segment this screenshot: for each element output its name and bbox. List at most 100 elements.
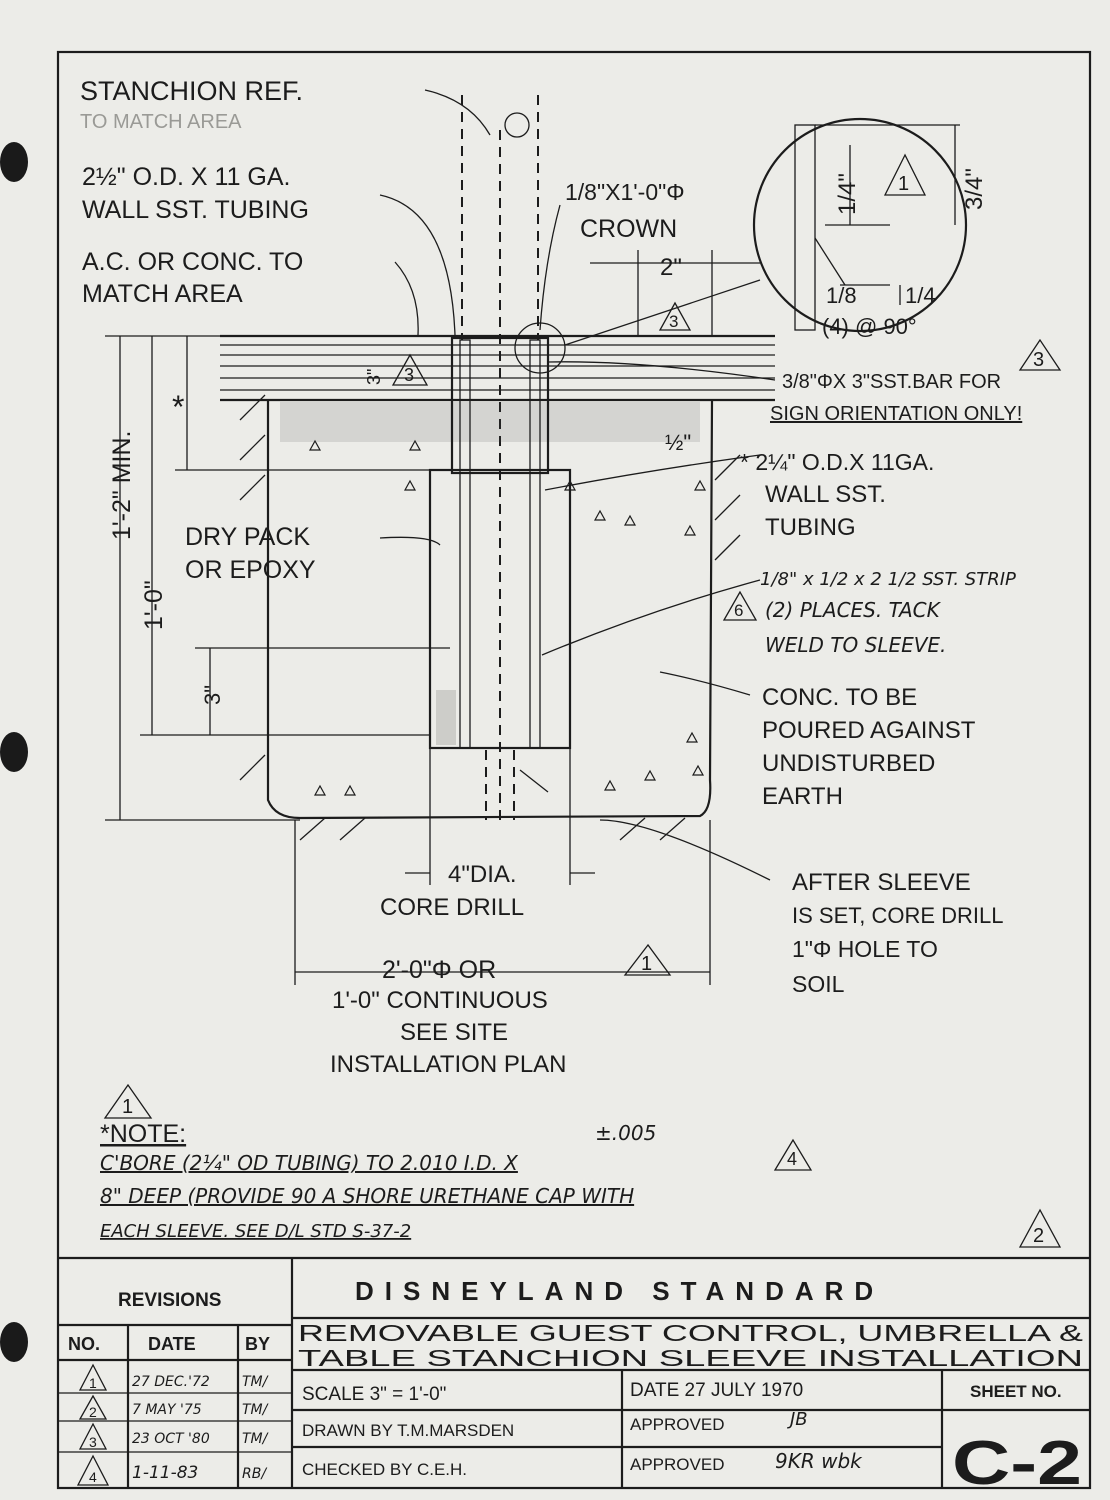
bar-label-1: 3/8"ΦX 3"SST.BAR FOR	[782, 371, 1001, 393]
conc-label-3: UNDISTURBED	[762, 750, 935, 777]
drawing-title-line-2: TABLE STANCHION SLEEVE INSTALLATION	[298, 1345, 1083, 1371]
revision-row: 2 7 MAY '75 TM/	[78, 1394, 269, 1420]
dim-3in-label: 3"	[200, 685, 225, 705]
core-drill-label-1: 4"DIA.	[448, 861, 517, 888]
strip-label-1: 1/8" x 1/2 x 2 1/2 SST. STRIP	[760, 569, 1016, 590]
detail-at-90: (4) @ 90°	[822, 314, 917, 339]
revision-date: 7 MAY '75	[132, 1402, 202, 1418]
dry-pack-label-2: OR EPOXY	[185, 556, 316, 584]
sheet-label: SHEET NO.	[970, 1382, 1062, 1401]
revision-by: TM/	[242, 1402, 269, 1418]
conc-label-1: CONC. TO BE	[762, 684, 917, 711]
paving-layers	[220, 334, 775, 402]
after-sleeve-label-1: AFTER SLEEVE	[792, 869, 971, 896]
revision-date: 1-11-83	[132, 1463, 198, 1483]
binder-holes	[0, 142, 28, 1362]
scale: SCALE 3" = 1'-0"	[302, 1384, 446, 1405]
drawing-title-line-1: REMOVABLE GUEST CONTROL, UMBRELLA &	[298, 1320, 1083, 1346]
date: DATE 27 JULY 1970	[630, 1380, 803, 1401]
note-line-3: EACH SLEEVE. SEE D/L STD S-37-2	[100, 1221, 411, 1242]
detail-triangle-1: 1	[898, 173, 909, 195]
diameter-label-4: INSTALLATION PLAN	[330, 1051, 567, 1078]
revision-date: 23 OCT '80	[132, 1431, 210, 1447]
stanchion-tube	[461, 95, 539, 820]
stanchion-ref-label: STANCHION REF.	[80, 76, 303, 106]
dry-pack-label-1: DRY PACK	[185, 523, 310, 551]
sheet-border	[56, 50, 1092, 1490]
revision-no: 3	[89, 1434, 97, 1450]
detail-eighth: 1/8	[826, 283, 857, 308]
col-by: BY	[245, 1334, 270, 1354]
weld-detail-circle: 1/4" 3/4" 1 1/8 1/4 (4) @ 90°	[752, 117, 988, 339]
sheet-number: C-2	[952, 1429, 1082, 1498]
approved-2-signature: 9KR wbk	[775, 1449, 863, 1473]
revision-triangles: 3 3 3 6 1 1 4 2	[103, 301, 1062, 1248]
revision-by: TM/	[242, 1374, 269, 1390]
note-tolerance: ±.005	[595, 1121, 656, 1145]
half-inch-dim: ½"	[665, 430, 691, 455]
rev-triangle-1: 1	[122, 1096, 133, 1118]
revision-no: 1	[89, 1375, 97, 1391]
dim-1ft-label: 1'-0"	[140, 580, 168, 630]
ac-conc-label-1: A.C. OR CONC. TO	[82, 248, 303, 276]
sleeve-label-3: TUBING	[765, 514, 856, 541]
aggregate-marks	[308, 439, 707, 796]
callouts: STANCHION REF. TO MATCH AREA 2½" O.D. X …	[80, 76, 1022, 1078]
crown-label-1: 1/8"X1'-0"Φ	[565, 179, 685, 205]
revision-date: 27 DEC.'72	[132, 1374, 210, 1390]
title-block: REVISIONS NO. DATE BY 1 27 DEC.'72 TM/ 2…	[58, 1256, 1090, 1498]
note-line-1: C'BORE (2¼" OD TUBING) TO 2.010 I.D. X	[100, 1151, 519, 1175]
col-date: DATE	[148, 1334, 196, 1354]
rev-triangle-1: 1	[641, 953, 652, 975]
after-sleeve-label-2: IS SET, CORE DRILL	[792, 903, 1004, 928]
drawn-by: DRAWN BY T.M.MARSDEN	[302, 1421, 514, 1440]
ac-conc-label-2: MATCH AREA	[82, 280, 243, 308]
tubing-label-2: WALL SST. TUBING	[82, 196, 309, 224]
to-match-area-label: TO MATCH AREA	[80, 111, 242, 133]
org-name: DISNEYLAND STANDARD	[355, 1276, 884, 1306]
tubing-label-1: 2½" O.D. X 11 GA.	[82, 163, 291, 191]
detail-quarter-dim: 1/4"	[834, 173, 861, 215]
rev-triangle-3: 3	[1033, 349, 1044, 371]
note-line-2: 8" DEEP (PROVIDE 90 A SHORE URETHANE CAP…	[100, 1184, 634, 1208]
strip-label-2: (2) PLACES. TACK	[765, 598, 942, 622]
strip-label-3: WELD TO SLEEVE.	[765, 633, 946, 657]
concrete-footing	[239, 394, 741, 841]
revision-no: 2	[89, 1404, 97, 1420]
rev-triangle-6: 6	[734, 601, 743, 620]
revision-by: RB/	[242, 1466, 267, 1482]
approved-1-signature: JB	[787, 1409, 808, 1430]
after-sleeve-label-4: SOIL	[792, 971, 845, 997]
note-block: *NOTE: ±.005 C'BORE (2¼" OD TUBING) TO 2…	[100, 1120, 656, 1242]
rev-triangle-2: 2	[1033, 1225, 1044, 1247]
conc-label-4: EARTH	[762, 783, 843, 810]
dimension-lines	[105, 250, 760, 985]
detail-quarter-b: 1/4	[905, 283, 936, 308]
core-drill-label-2: CORE DRILL	[380, 894, 524, 921]
sleeve-tubing	[450, 322, 566, 820]
revision-row: 4 1-11-83 RB/	[76, 1454, 267, 1486]
conc-label-2: POURED AGAINST	[762, 717, 976, 744]
diameter-label-1: 2'-0"Φ OR	[382, 956, 496, 984]
sleeve-label-2: WALL SST.	[765, 481, 886, 508]
diameter-label-2: 1'-0" CONTINUOUS	[332, 987, 548, 1014]
diameter-label-3: SEE SITE	[400, 1019, 508, 1046]
revisions-heading: REVISIONS	[118, 1290, 221, 1311]
revision-row: 1 27 DEC.'72 TM/	[78, 1363, 269, 1391]
sleeve-label-1: * 2¼" O.D.X 11GA.	[740, 449, 934, 475]
approved-1: APPROVED	[630, 1415, 724, 1434]
dim-min-label: 1'-2" MIN.	[108, 431, 136, 541]
rev-triangle-4: 4	[787, 1149, 797, 1169]
rev-triangle-3: 3	[669, 312, 678, 331]
detail-three-quarter-dim: 3/4"	[961, 168, 988, 210]
revision-row: 3 23 OCT '80 TM/	[78, 1422, 269, 1450]
dim-2in: 2"	[660, 254, 682, 281]
after-sleeve-label-3: 1"Φ HOLE TO	[792, 936, 938, 962]
leader-lines	[379, 89, 776, 881]
rev-triangle-3: 3	[404, 365, 414, 385]
bar-label-2: SIGN ORIENTATION ONLY!	[770, 403, 1022, 425]
checked-by: CHECKED BY C.E.H.	[302, 1460, 467, 1479]
revision-no: 4	[89, 1469, 97, 1485]
